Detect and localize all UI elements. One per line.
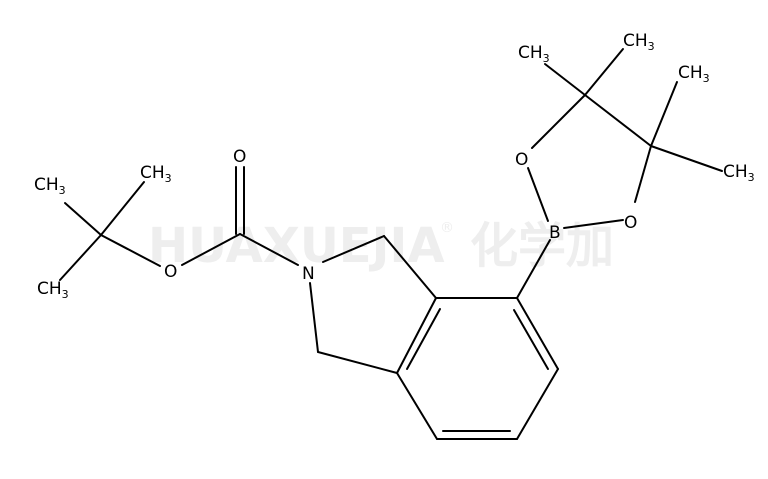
- bond-benz-c6-c1-inner: [406, 308, 441, 370]
- bond-pin-ch3-3: [650, 81, 678, 147]
- bond-n-ch2-bottom: [309, 282, 319, 353]
- atom-labels: CH3 CH3 CH3 O O N B O O CH3 CH3 CH3 CH3: [34, 31, 755, 301]
- bond-o-left-c: [531, 94, 586, 149]
- bond-ester-o-carbonyl-c: [181, 233, 241, 266]
- bond-carbonyl-c-n: [239, 233, 299, 266]
- watermark-cjk: 化学加: [470, 218, 614, 274]
- atom-ring-o-left: O: [515, 150, 528, 170]
- bond-benz-c2-c3-inner: [513, 309, 549, 370]
- bond-benz-c2-c3: [516, 297, 559, 370]
- bond-ring-b: [516, 239, 551, 299]
- bond-ch2-top-ring: [383, 235, 437, 299]
- bond-pin-ch3-1: [544, 63, 586, 96]
- bond-tbu-ch3-left: [64, 202, 102, 236]
- atom-carbonyl-o: O: [233, 147, 246, 167]
- atom-ch3-pinacol-4: CH3: [723, 162, 755, 184]
- atom-boron: B: [549, 223, 561, 243]
- watermark-latin: HUAXUEJIA: [148, 218, 444, 274]
- bond-pinacol-c-c: [584, 94, 652, 147]
- atom-ch3-tbu-bottom: CH3: [37, 279, 69, 301]
- bond-ch2-bottom-ring: [317, 351, 398, 374]
- bond-pin-ch3-4: [650, 145, 723, 172]
- bond-tbu-ch3-top: [100, 181, 145, 236]
- bond-o-right-c: [634, 145, 652, 203]
- bond-b-o-right: [563, 219, 624, 229]
- atom-ester-o: O: [164, 262, 177, 282]
- watermark-registered-mark: ®: [440, 220, 454, 236]
- atom-ch3-tbu-left: CH3: [34, 175, 66, 197]
- bond-n-ch2-top: [322, 235, 385, 263]
- atom-ch3-pinacol-3: CH3: [678, 63, 710, 85]
- bond-tbu-ester-o: [100, 234, 161, 267]
- bond-benz-c5-c6: [396, 372, 438, 440]
- atom-ring-o-right: O: [624, 213, 637, 233]
- atom-ch3-pinacol-1: CH3: [518, 43, 550, 65]
- atom-ch3-pinacol-2: CH3: [623, 31, 655, 53]
- atom-ch3-tbu-top: CH3: [140, 163, 172, 185]
- bond-tbu-ch3-bottom: [59, 234, 102, 281]
- bond-b-o-left: [527, 167, 549, 222]
- bond-benz-c3-c4: [516, 368, 559, 440]
- bond-benz-c6-c1: [396, 297, 437, 374]
- bonds: [59, 48, 723, 440]
- atom-nitrogen: N: [302, 264, 315, 284]
- bond-pin-ch3-2: [584, 48, 624, 96]
